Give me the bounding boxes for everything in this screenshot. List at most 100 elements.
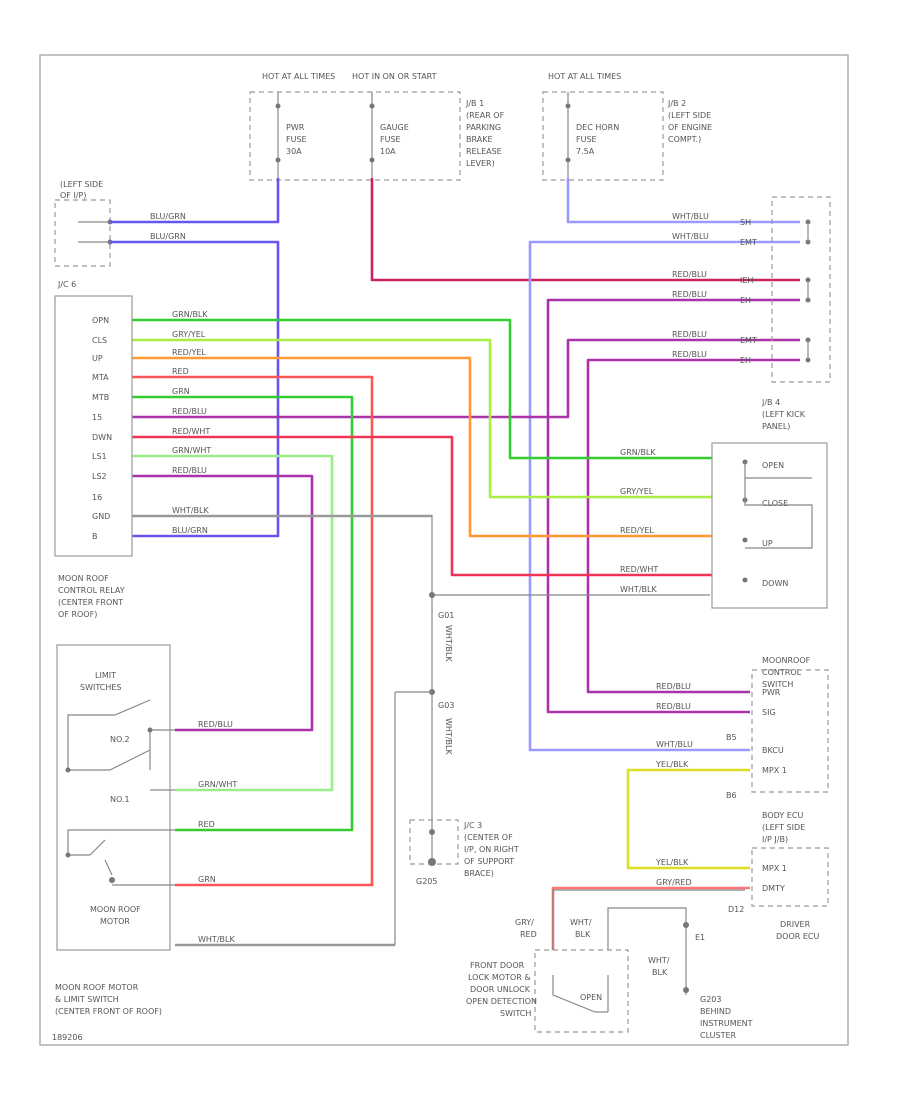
body-ecu: BODY ECU (LEFT SIDE I/P J/B) D12 DRIVER …	[728, 811, 829, 941]
svg-text:WHT/BLK: WHT/BLK	[444, 718, 453, 755]
svg-text:CONTROL RELAY: CONTROL RELAY	[58, 586, 125, 595]
relay-pin-2: CLS	[92, 336, 107, 345]
moonroof-pin-4: MPX 1	[762, 766, 787, 775]
g01-label: G01	[438, 611, 454, 620]
svg-text:SWITCHES: SWITCHES	[80, 683, 122, 692]
svg-text:INSTRUMENT: INSTRUMENT	[700, 1019, 753, 1028]
wire-blu-grn-2	[110, 240, 280, 538]
relay-pin-5: MTB	[92, 393, 109, 402]
g03-label: G03	[438, 701, 454, 710]
relay-wire-label-3: RED/YEL	[172, 348, 206, 357]
wire-red-blu-ls2	[132, 474, 314, 732]
jb4-switch-close: CLOSE	[762, 499, 788, 508]
svg-text:D12: D12	[728, 905, 744, 914]
moonroof-wire-label-1: RED/BLU	[656, 682, 691, 691]
wire-grn-blk-opn	[132, 318, 712, 460]
hot-in-on-label: HOT IN ON OR START	[352, 72, 437, 81]
svg-text:DOOR ECU: DOOR ECU	[776, 932, 819, 941]
svg-text:(LEFT SIDE: (LEFT SIDE	[668, 111, 711, 120]
svg-text:FUSE: FUSE	[576, 135, 597, 144]
svg-text:(LEFT KICK: (LEFT KICK	[762, 410, 806, 419]
diagram-frame	[39, 54, 849, 1046]
svg-text:(CENTER FRONT: (CENTER FRONT	[58, 598, 123, 607]
svg-text:RED: RED	[520, 930, 537, 939]
svg-text:BEHIND: BEHIND	[700, 1007, 731, 1016]
relay-wire-label-7: RED/WHT	[172, 427, 210, 436]
svg-text:LOCK MOTOR &: LOCK MOTOR &	[468, 973, 531, 982]
right-wire-label-5: RED/BLU	[672, 330, 707, 339]
g205-label: G205	[416, 877, 437, 886]
moon-roof-motor-limit-switch: LIMIT SWITCHES NO.2 NO.1 MOON ROOF MOTOR…	[55, 644, 175, 1016]
relay-wire-label-12: BLU/GRN	[172, 526, 208, 535]
relay-wire-label-5: GRN	[172, 387, 190, 396]
jb1-fuse-area: HOT AT ALL TIMES HOT IN ON OR START PWR …	[249, 72, 505, 181]
right-pin-4: EH	[740, 296, 751, 305]
svg-text:RELEASE: RELEASE	[466, 147, 502, 156]
jb4-wire-label-5: WHT/BLK	[620, 585, 657, 594]
right-wire-label-1: WHT/BLU	[672, 212, 709, 221]
svg-text:BLK: BLK	[575, 930, 591, 939]
jb1-label: J/B 1	[465, 99, 484, 108]
limit-wire-label-3: RED	[198, 820, 215, 829]
svg-text:(REAR OF: (REAR OF	[466, 111, 505, 120]
wire-layer: GRN/BLKGRY/YELRED/YELREDGRNRED/BLURED/WH…	[110, 178, 800, 950]
jb4-switch-up: UP	[762, 539, 773, 548]
relay-pin-10: 16	[92, 493, 102, 502]
relay-pin-12: B	[92, 532, 98, 541]
wire-purple-1	[546, 298, 800, 714]
hot-at-all-times-2-label: HOT AT ALL TIMES	[548, 72, 621, 81]
svg-text:FRONT DOOR: FRONT DOOR	[470, 961, 525, 970]
svg-text:FUSE: FUSE	[380, 135, 401, 144]
moonroof-pin-2: SIG	[762, 708, 776, 717]
jb4-wire-label-2: GRY/YEL	[620, 487, 654, 496]
svg-text:B5: B5	[726, 733, 737, 742]
front-door-lock-switch: GRY/ RED WHT/ BLK E1 WHT/ BLK OPEN FRONT…	[466, 889, 753, 1040]
svg-text:(LEFT SIDE: (LEFT SIDE	[762, 823, 805, 832]
moonroof-wire-label-4: YEL/BLK	[655, 760, 689, 769]
jb4-switch-down: DOWN	[762, 579, 788, 588]
svg-text:& LIMIT SWITCH: & LIMIT SWITCH	[55, 995, 119, 1004]
relay-pin-3: UP	[92, 354, 103, 363]
wire-red-blu-relay15	[132, 338, 800, 419]
g203-label: G203	[700, 995, 721, 1004]
wire-red-mta	[132, 375, 374, 887]
relay-wire-label-4: RED	[172, 367, 189, 376]
wire-blu-grn-b	[110, 178, 280, 224]
limit-switches-title: LIMIT	[95, 671, 116, 680]
svg-text:CLUSTER: CLUSTER	[700, 1031, 737, 1040]
wire-grn-wht-ls1	[132, 454, 334, 792]
dec-horn-fuse-label: DEC HORN	[576, 123, 619, 132]
moonroof-control-switch: MOONROOF CONTROL SWITCH B5 B6	[726, 656, 829, 800]
right-wire-label-6: RED/BLU	[672, 350, 707, 359]
right-wire-label-3: RED/BLU	[672, 270, 707, 279]
wire-grn-mtb	[132, 395, 354, 832]
right-pin-2: EMT	[740, 238, 757, 247]
svg-text:DOOR UNLOCK: DOOR UNLOCK	[470, 985, 531, 994]
no1-switch-label: NO.1	[110, 795, 130, 804]
upper-wire-label-2: BLU/GRN	[150, 232, 186, 241]
no2-switch-label: NO.2	[110, 735, 130, 744]
relay-wire-label-11: WHT/BLK	[172, 506, 209, 515]
svg-text:GRY/: GRY/	[515, 918, 534, 927]
moonroof-pin-3: BKCU	[762, 746, 784, 755]
jb4-switch-open: OPEN	[762, 461, 784, 470]
limit-wire-label-5: WHT/BLK	[198, 935, 235, 944]
right-wire-label-2: WHT/BLU	[672, 232, 709, 241]
svg-text:I/P, ON RIGHT: I/P, ON RIGHT	[464, 845, 519, 854]
reference-number: 189206	[52, 1033, 83, 1042]
relay-wire-label-9: RED/BLU	[172, 466, 207, 475]
svg-text:(LEFT SIDE: (LEFT SIDE	[60, 180, 103, 189]
left-side-ip-connector: (LEFT SIDE OF I/P)	[54, 180, 113, 267]
svg-text:OPEN: OPEN	[580, 993, 602, 1002]
jb4-wire-label-3: RED/YEL	[620, 526, 654, 535]
jb2-fuse-area: HOT AT ALL TIMES DEC HORN FUSE 7.5A J/B …	[542, 72, 712, 181]
relay-wire-label-6: RED/BLU	[172, 407, 207, 416]
svg-text:7.5A: 7.5A	[576, 147, 595, 156]
jb4-title: J/B 4	[761, 398, 780, 407]
jc6-title: J/C 6	[57, 280, 76, 289]
jb2-label: J/B 2	[667, 99, 686, 108]
svg-text:WHT/: WHT/	[648, 956, 670, 965]
svg-text:LEVER): LEVER)	[466, 159, 495, 168]
